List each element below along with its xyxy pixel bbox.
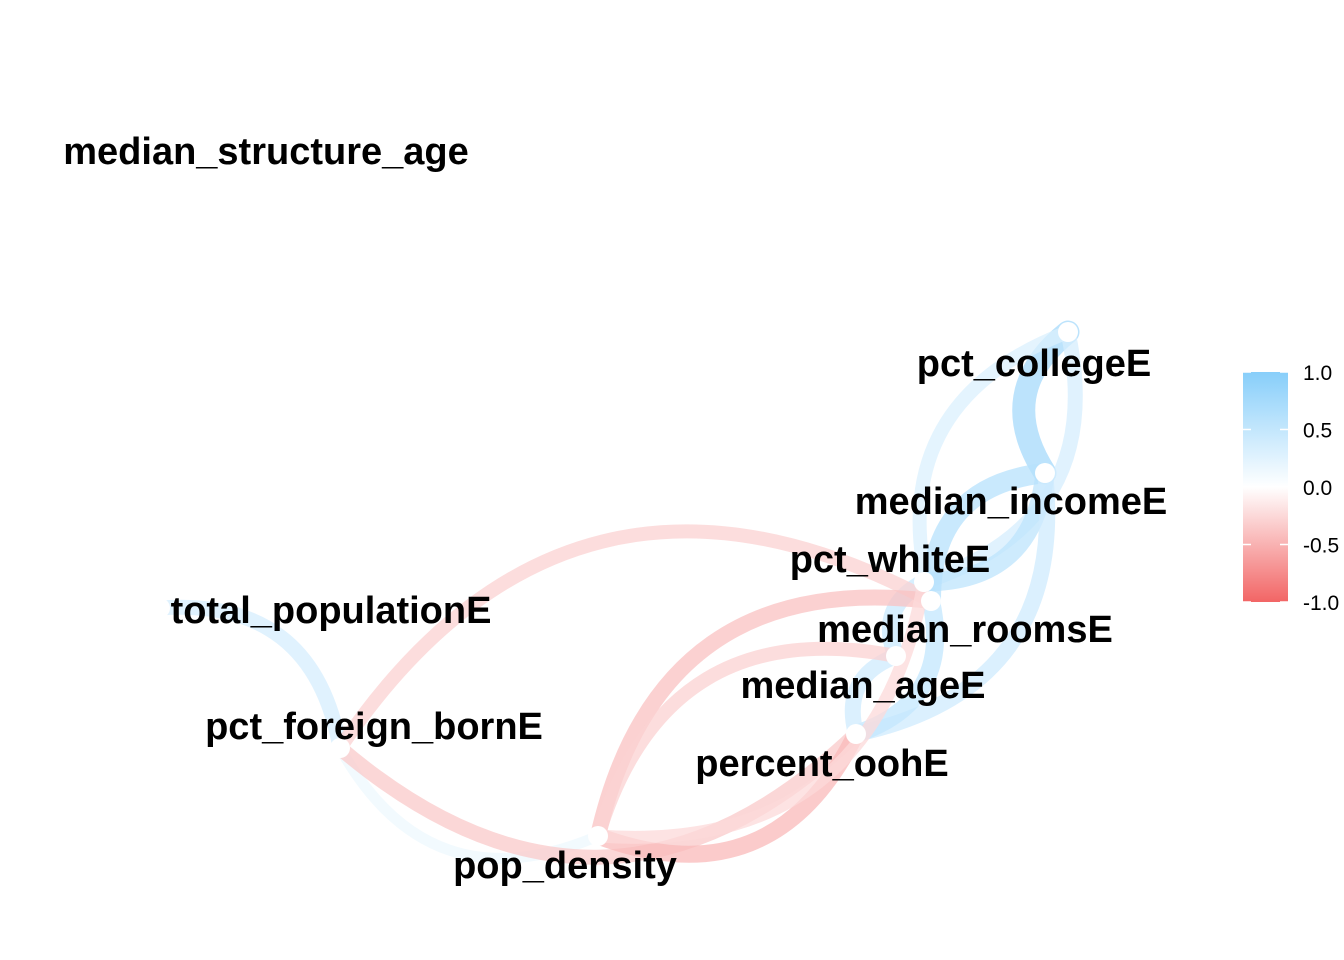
node-label-median_ageE: median_ageE [741,665,986,707]
legend-ticks: 1.0 0.5 0.0 -0.5 -1.0 [1243,362,1339,615]
node-layer [150,322,1078,846]
legend-tick-label: 0.5 [1303,420,1332,443]
node-pop_density [588,826,608,846]
legend-tick-label: -1.0 [1303,592,1339,615]
node-label-pct_whiteE: pct_whiteE [790,539,991,581]
node-label-median_incomeE: median_incomeE [855,481,1168,523]
node-pct_collegeE [1058,322,1078,342]
node-label-median_roomsE: median_roomsE [817,609,1113,651]
node-median_incomeE [1035,463,1055,483]
node-label-pct_collegeE: pct_collegeE [917,343,1151,385]
node-label-pct_foreign_bornE: pct_foreign_bornE [205,706,543,748]
node-median_roomsE [921,591,941,611]
edge-pct_collegeE-median_incomeE [1012,320,1080,485]
label-layer: median_structure_age pct_collegeE median_i… [63,131,1167,887]
edge-pct_foreign_bornE-pop_density [334,742,604,864]
node-total_populationE [150,598,170,618]
edge-total_populationE-pct_foreign_bornE [152,599,348,756]
node-label-median_structure_age: median_structure_age [63,131,469,173]
legend-tick-label: 1.0 [1303,362,1332,385]
edge-pct_collegeE-median_roomsE [912,325,1075,608]
legend-tick-label: -0.5 [1303,535,1339,558]
legend-tick-label: 0.0 [1303,477,1332,500]
edge-pct_foreign_bornE-percent_oohE [332,726,864,865]
node-label-pop_density: pop_density [453,845,677,887]
legend: 1.0 0.5 0.0 -0.5 -1.0 [1243,362,1339,615]
node-percent_oohE [846,724,866,744]
node-median_ageE [886,646,906,666]
node-pct_foreign_bornE [330,738,350,758]
edge-layer [152,320,1083,865]
edge-pop_density-median_ageE [591,641,903,843]
edge-median_incomeE-median_roomsE [920,463,1055,611]
edge-median_incomeE-percent_oohE [848,465,1056,742]
edge-pct_foreign_bornE-median_roomsE [333,524,938,755]
edge-pop_density-pct_whiteE [591,575,931,844]
node-label-percent_oohE: percent_oohE [695,743,948,785]
node-label-total_populationE: total_populationE [171,590,492,632]
node-pct_whiteE [914,572,934,592]
